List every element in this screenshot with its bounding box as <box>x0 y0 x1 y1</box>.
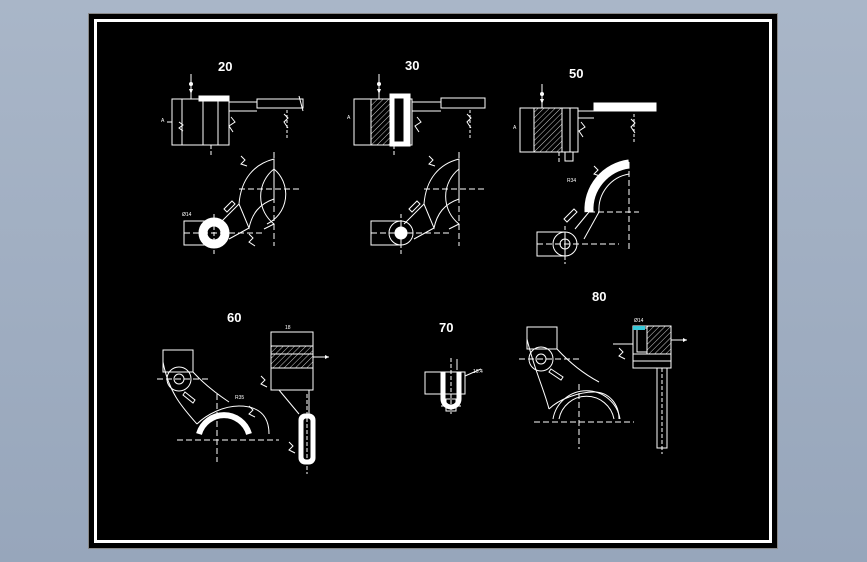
op80-drawing: Ø14 <box>519 318 687 454</box>
svg-text:Ø14: Ø14 <box>634 318 644 324</box>
svg-text:18: 18 <box>285 325 291 331</box>
op60-side-view: 18 <box>260 325 329 474</box>
svg-text:R34: R34 <box>567 178 576 184</box>
op20-front-view: A <box>161 74 304 156</box>
svg-text:A: A <box>161 118 165 124</box>
op30-front-view: A <box>347 74 486 156</box>
svg-text:Ø14: Ø14 <box>182 212 192 218</box>
op80-label: 80 <box>592 289 607 304</box>
op80-side-view: Ø14 <box>613 318 687 454</box>
svg-text:16.4: 16.4 <box>473 369 483 375</box>
op20-top-view: Ø14 <box>182 152 299 254</box>
op60-arm-view: R35 <box>157 349 279 462</box>
drawing-canvas: A Ø14 <box>157 74 687 474</box>
op60-drawing: R35 18 <box>157 325 329 474</box>
op30-label: 30 <box>405 58 420 73</box>
op50-label: 50 <box>569 66 584 81</box>
op20-drawing: A Ø14 <box>161 74 304 254</box>
op70-drawing: 16.4 <box>424 358 483 414</box>
svg-text:A: A <box>513 125 517 131</box>
op80-arm-view <box>519 326 634 449</box>
drawing-frame <box>94 19 772 543</box>
op60-label: 60 <box>227 310 242 325</box>
op20-label: 20 <box>218 59 233 74</box>
svg-text:A: A <box>347 115 351 121</box>
op50-front-view: A <box>513 84 657 164</box>
op50-top-view: R34 <box>536 159 639 264</box>
op30-top-view <box>370 152 484 254</box>
op50-drawing: A R34 <box>513 84 657 264</box>
svg-text:R35: R35 <box>235 395 244 401</box>
op70-label: 70 <box>439 320 454 335</box>
drawing-sheet: 20 30 50 60 70 80 <box>88 13 778 549</box>
op30-drawing: A <box>347 74 486 254</box>
